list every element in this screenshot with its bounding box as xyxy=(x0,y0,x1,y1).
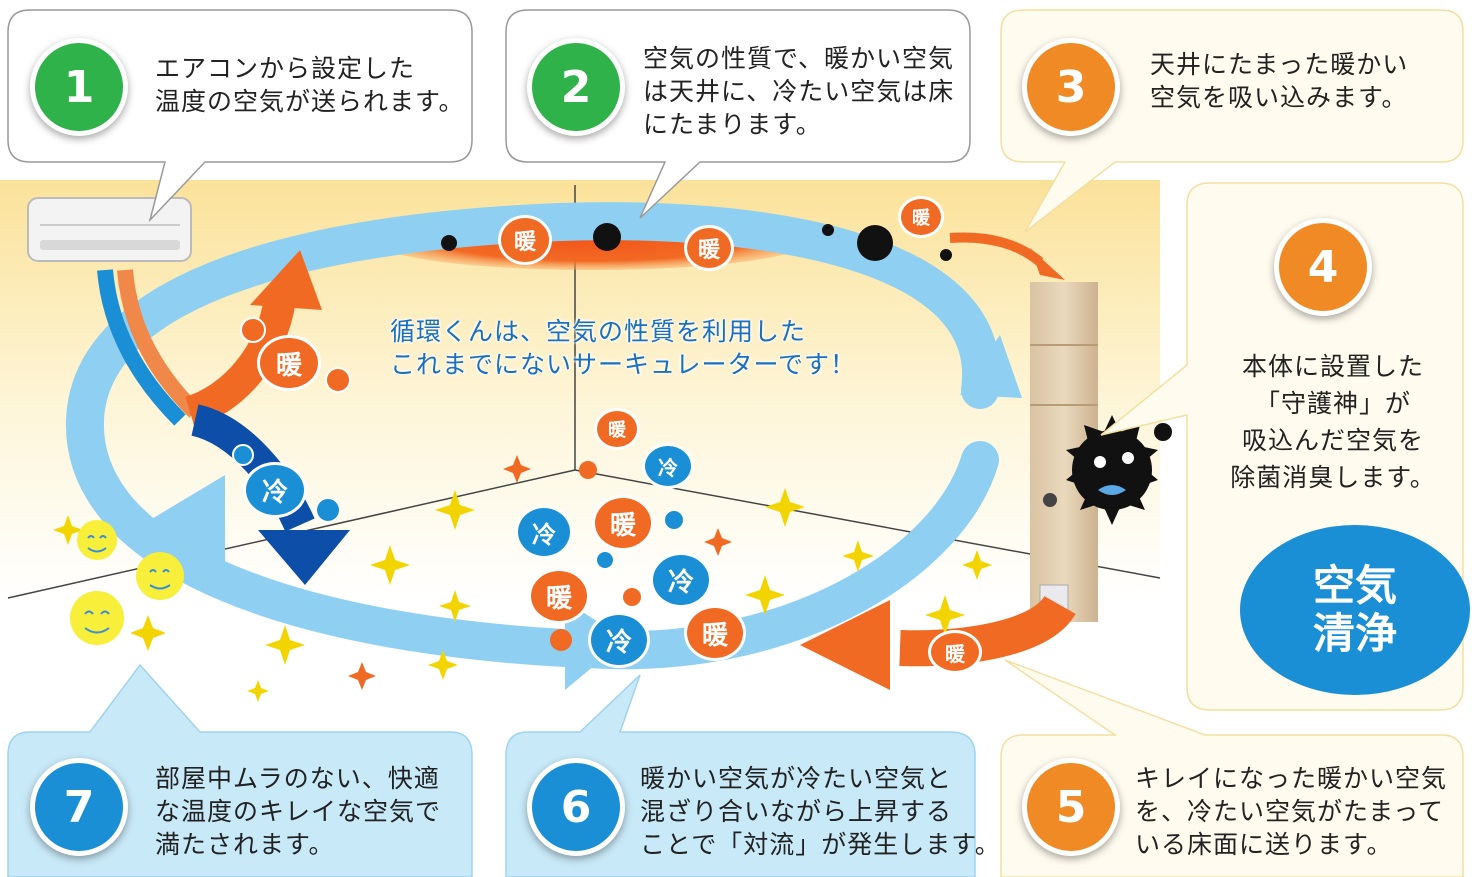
sparkle-icon xyxy=(53,488,992,702)
sparkle-icon xyxy=(348,455,732,690)
warm-air-label: 暖 xyxy=(684,605,746,661)
cold-air-label: 冷 xyxy=(650,552,712,608)
step-7-badge: 7 xyxy=(30,758,128,856)
warm-air-label: 暖 xyxy=(528,568,590,624)
warm-air-label: 暖 xyxy=(257,335,321,391)
cold-air-label: 冷 xyxy=(642,443,694,489)
step-4-text: 本体に設置した 「守護神」が 吸込んだ空気を 除菌消臭します。 xyxy=(1230,352,1436,492)
smiley-icon xyxy=(70,520,184,645)
step-2-badge: 2 xyxy=(527,38,625,136)
step-1-badge: 1 xyxy=(30,38,128,136)
step-3-text: 天井にたまった暖かい 空気を吸い込みます。 xyxy=(1150,50,1409,112)
bubble-step-2 xyxy=(505,9,971,219)
warm-air-label: 暖 xyxy=(498,215,552,265)
step-5-badge: 5 xyxy=(1022,758,1120,856)
bubble-step-1 xyxy=(7,9,473,223)
germ-face xyxy=(1094,452,1134,495)
step-5-text: キレイになった暖かい空気 を、冷たい空気がたまって いる床面に送ります。 xyxy=(1135,764,1448,859)
step-3-badge: 3 xyxy=(1022,38,1120,136)
cold-air-label: 冷 xyxy=(243,462,307,518)
warm-air-label: 暖 xyxy=(898,196,944,238)
outflow-arrow xyxy=(899,594,1076,667)
warm-air-label: 暖 xyxy=(592,495,654,551)
air-clean-badge: 空気 清浄 xyxy=(1240,525,1470,695)
warm-air-label: 暖 xyxy=(928,630,982,674)
step-6-text: 暖かい空気が冷たい空気と 混ざり合いながら上昇する ことで「対流」が発生します。 xyxy=(640,764,1001,859)
step-2-text: 空気の性質で、暖かい空気 は天井に、冷たい空気は床 にたまります。 xyxy=(643,44,955,139)
loop-arrowhead xyxy=(960,335,1022,398)
bubble-step-6 xyxy=(505,674,976,877)
cold-air-label: 冷 xyxy=(515,505,573,559)
air-conditioner-icon xyxy=(27,197,192,262)
cold-air-label: 冷 xyxy=(588,612,650,668)
warm-air-label: 暖 xyxy=(684,225,734,271)
step-7-text: 部屋中ムラのない、快適 な温度のキレイな空気で 満たされます。 xyxy=(155,764,442,859)
step-6-badge: 6 xyxy=(527,758,625,856)
step-4-badge: 4 xyxy=(1274,218,1372,316)
step-1-text: エアコンから設定した 温度の空気が送られます。 xyxy=(155,54,465,116)
warm-air-label: 暖 xyxy=(594,408,640,450)
germ-icon xyxy=(441,223,1172,525)
loop-arrowhead xyxy=(150,475,225,565)
bubble-step-3 xyxy=(1000,9,1464,233)
air-dot xyxy=(232,317,683,651)
center-caption: 循環くんは、空気の性質を利用した これまでにないサーキュレーターです！ xyxy=(390,317,857,379)
